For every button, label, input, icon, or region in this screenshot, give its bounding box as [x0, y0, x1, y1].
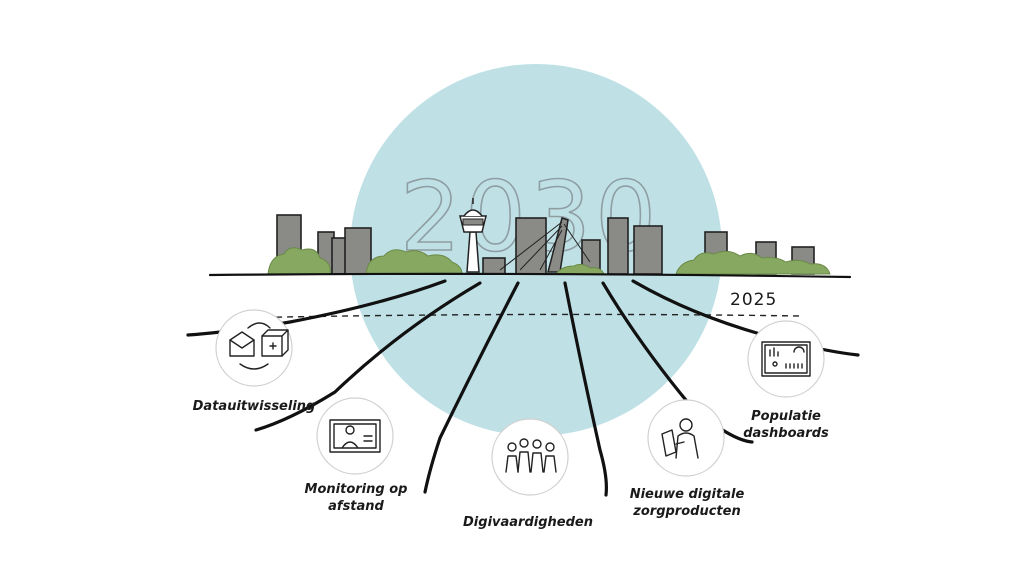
population-dashboard-icon — [761, 341, 811, 377]
tree-cluster — [267, 247, 331, 275]
node-label: zorgproducten — [632, 504, 740, 519]
start-year: 2025 — [730, 290, 777, 310]
digital-skills-icon — [505, 438, 557, 473]
bridge-cables — [499, 221, 591, 271]
node-label: afstand — [328, 499, 384, 514]
node-circle — [316, 397, 394, 475]
tree-cluster — [554, 263, 605, 275]
node-circle — [747, 320, 825, 398]
tree-cluster — [675, 250, 831, 275]
roadmap-paths — [186, 279, 860, 497]
building — [607, 217, 629, 275]
node-data-exchange: Datauitwisseling — [193, 309, 316, 414]
node-circle — [491, 418, 569, 496]
node-label: Populatie — [751, 409, 821, 424]
building — [482, 257, 506, 275]
horizon-line — [208, 272, 852, 279]
tree-cluster — [365, 249, 463, 275]
building — [344, 227, 372, 275]
road-monitoring — [254, 281, 482, 432]
city-skyline — [208, 198, 852, 279]
bridge-pylon — [547, 217, 569, 273]
node-label: Monitoring op — [305, 482, 408, 497]
digital-care-products-icon — [661, 418, 699, 459]
road-data — [186, 279, 447, 337]
road-products — [601, 281, 754, 444]
node-label: Nieuwe digitale — [630, 487, 745, 502]
road-digital-left — [423, 281, 520, 494]
node-digital-skills: Digivaardigheden — [463, 418, 593, 530]
building — [633, 225, 663, 275]
tower — [459, 198, 487, 273]
remote-monitoring-icon — [329, 419, 381, 453]
node-population-dashboards: Populatie dashboards — [743, 320, 829, 441]
node-digital-care-products: Nieuwe digitale zorgproducten — [630, 399, 745, 519]
building — [331, 237, 347, 275]
road-digital-right — [563, 281, 608, 497]
node-circle — [647, 399, 725, 477]
node-remote-monitoring: Monitoring op afstand — [305, 397, 408, 514]
node-label: dashboards — [743, 426, 829, 441]
node-label: Datauitwisseling — [193, 399, 316, 414]
data-exchange-icon — [229, 322, 289, 370]
node-label: Digivaardigheden — [463, 515, 593, 530]
